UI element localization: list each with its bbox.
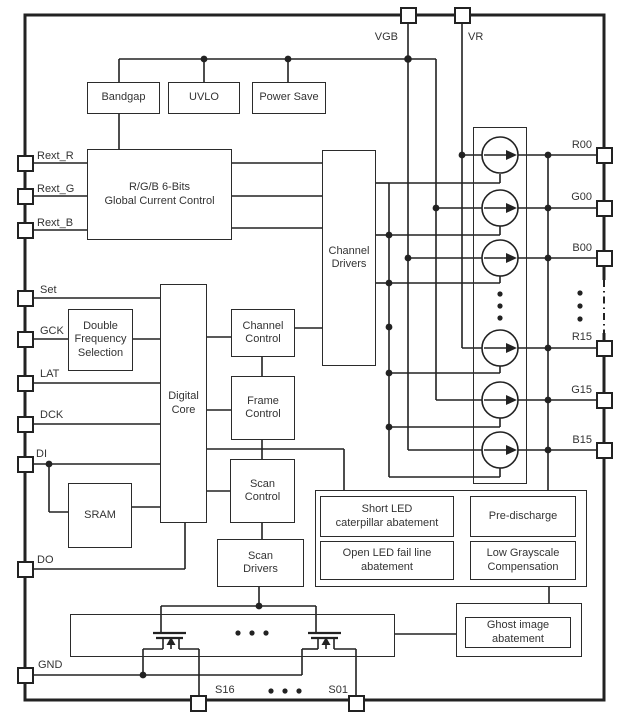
pin-label-r00: R00 xyxy=(571,139,592,151)
pin-vgb xyxy=(399,7,417,24)
block-power-save: Power Save xyxy=(252,82,326,114)
current-source-array-frame xyxy=(473,127,527,484)
pin-label-rext-r: Rext_R xyxy=(37,150,74,162)
pin-rext-g xyxy=(17,187,34,205)
pin-vr xyxy=(453,7,471,24)
block-digital-core: Digital Core xyxy=(160,284,207,523)
top-power-rail xyxy=(118,23,463,450)
pin-label-di: DI xyxy=(36,448,47,460)
pin-label-s01: S01 xyxy=(328,684,348,696)
pin-g00 xyxy=(596,199,613,217)
pin-label-g15: G15 xyxy=(571,384,592,396)
pin-lat xyxy=(17,374,34,392)
pin-s01 xyxy=(347,695,365,712)
mosfet-ellipsis xyxy=(235,630,269,636)
mosfet-2 xyxy=(302,606,357,695)
pin-label-set: Set xyxy=(40,284,57,296)
pin-gnd xyxy=(17,666,34,684)
pin-label-vgb: VGB xyxy=(374,31,398,43)
pin-label-dck: DCK xyxy=(40,409,64,421)
block-rgb-global-current-control: R/G/B 6-Bits Global Current Control xyxy=(87,149,232,240)
chip-boundary xyxy=(23,13,609,702)
body-diode-arrow xyxy=(321,637,331,645)
current-sources xyxy=(481,136,596,469)
current-source-b15 xyxy=(481,431,596,469)
block-open-led-fail-line-abatement: Open LED fail line abatement xyxy=(320,541,454,580)
pin-label-gck: GCK xyxy=(40,325,64,337)
ellipsis-dots xyxy=(235,290,583,694)
pin-label-gnd: GND xyxy=(38,659,63,671)
output-ellipsis xyxy=(577,290,583,322)
current-source-r15 xyxy=(481,329,596,367)
pin-label-lat: LAT xyxy=(40,368,60,380)
current-source-ellipsis xyxy=(497,291,503,321)
pin-g15 xyxy=(596,391,613,409)
body-diode-arrow xyxy=(166,637,176,645)
pin-r15 xyxy=(596,339,613,357)
pin-r00 xyxy=(596,146,613,164)
pin-label-g00: G00 xyxy=(571,191,592,203)
junction-dots xyxy=(45,55,552,679)
pin-label-r15: R15 xyxy=(571,331,592,343)
pin-rext-r xyxy=(17,154,34,172)
block-short-led-caterpillar-abatement: Short LED caterpillar abatement xyxy=(320,496,454,537)
block-frame-control: Frame Control xyxy=(231,376,295,440)
left-pin-wires xyxy=(33,162,303,676)
rgb-to-channel-drivers-bus xyxy=(232,162,322,229)
pin-b00 xyxy=(596,249,613,267)
block-bandgap: Bandgap xyxy=(87,82,160,114)
pin-s16 xyxy=(189,695,207,712)
pin-set xyxy=(17,289,34,307)
pin-label-b15: B15 xyxy=(572,434,592,446)
block-scan-control: Scan Control xyxy=(230,459,295,523)
scan-switch-frame xyxy=(70,614,395,657)
feature-group-frame xyxy=(315,490,587,587)
current-source-g15 xyxy=(481,381,596,419)
pin-rext-b xyxy=(17,221,34,239)
pin-do xyxy=(17,560,34,578)
ghost-image-frame xyxy=(456,603,582,657)
current-source-r00 xyxy=(481,136,596,174)
pin-label-b00: B00 xyxy=(572,242,592,254)
current-source-b00 xyxy=(481,239,596,277)
pin-dck xyxy=(17,415,34,433)
pin-label-rext-g: Rext_G xyxy=(37,183,75,195)
bottom-pin-ellipsis xyxy=(268,688,302,694)
block-low-grayscale-compensation: Low Grayscale Compensation xyxy=(470,541,576,580)
block-uvlo: UVLO xyxy=(168,82,240,114)
pin-label-do: DO xyxy=(37,554,54,566)
pin-label-vr: VR xyxy=(468,31,484,43)
pin-gck xyxy=(17,330,34,348)
block-channel-drivers: Channel Drivers xyxy=(322,150,376,366)
block-pre-discharge: Pre-discharge xyxy=(470,496,576,537)
block-double-frequency-selection: Double Frequency Selection xyxy=(68,309,133,371)
pin-b15 xyxy=(596,441,613,459)
pin-di xyxy=(17,455,34,473)
pin-label-rext-b: Rext_B xyxy=(37,217,74,229)
block-channel-control: Channel Control xyxy=(231,309,295,357)
block-ghost-image-abatement: Ghost image abatement xyxy=(465,617,571,648)
block-sram: SRAM xyxy=(68,483,132,548)
block-scan-drivers: Scan Drivers xyxy=(217,539,304,587)
current-source-g00 xyxy=(481,189,596,227)
pin-label-s16: S16 xyxy=(215,684,235,696)
